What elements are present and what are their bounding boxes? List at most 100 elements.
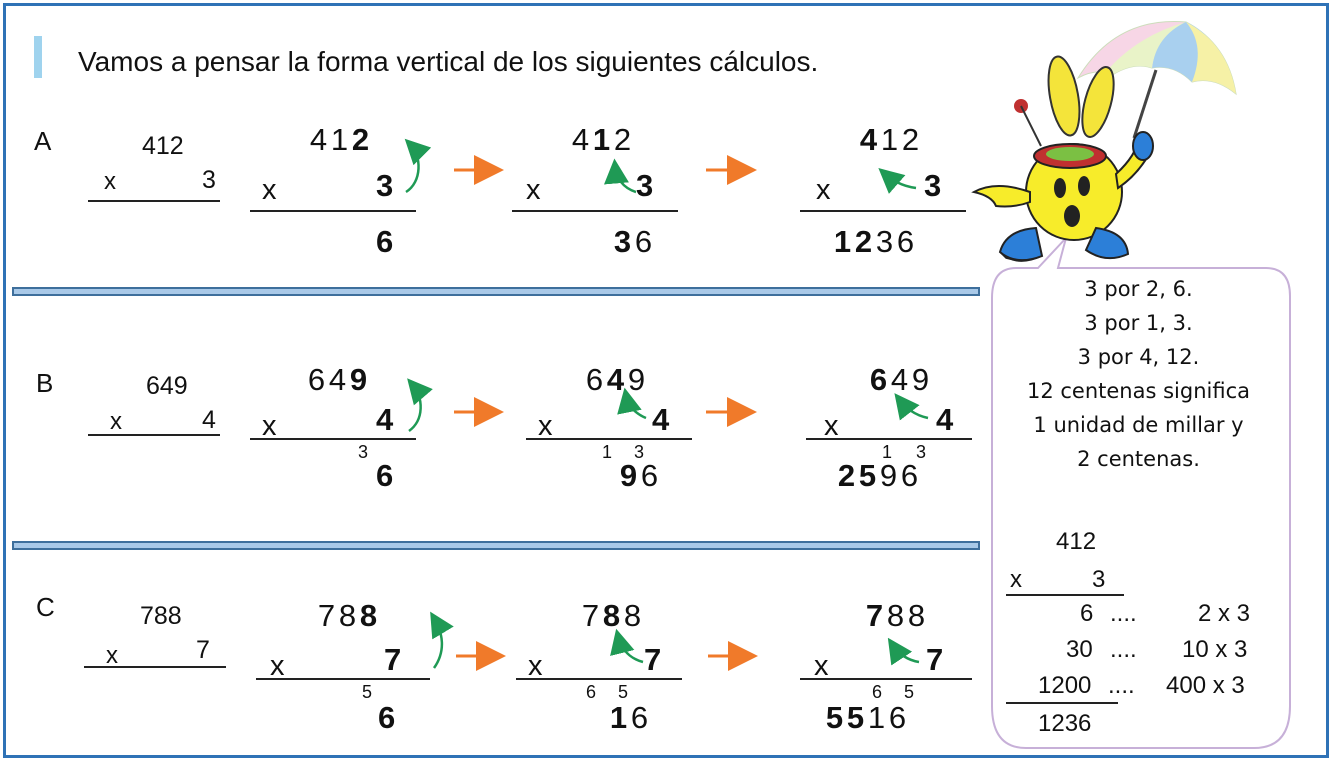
digit: 8 — [907, 598, 926, 633]
multiply-sign: x — [816, 174, 831, 206]
multiplier: 3 — [376, 168, 394, 203]
partial-value: 30 — [1066, 636, 1093, 663]
multiplier: 7 — [384, 642, 402, 677]
carry-digit: 6 — [872, 682, 883, 702]
partial-value: 1200 — [1038, 672, 1092, 699]
carry-arrow — [604, 158, 637, 194]
carry-digit: 3 — [358, 442, 369, 462]
digit: 4 — [571, 122, 590, 157]
digit: 6 — [307, 362, 326, 397]
result-line — [800, 678, 972, 680]
carry-digit: 6 — [586, 682, 597, 702]
title-marker — [34, 36, 42, 78]
carry-digit: 1 — [602, 442, 613, 462]
digit: 6 — [900, 458, 919, 493]
multiplier: 7 — [644, 642, 662, 677]
multiplier: 3 — [924, 168, 942, 203]
multiplier: 4 — [936, 402, 954, 437]
partial-expr: 10 x 3 — [1182, 636, 1248, 663]
multiply-sign: x — [1010, 566, 1022, 593]
digit: 6 — [630, 700, 649, 735]
row-label-b: B — [36, 368, 54, 398]
bubble-line: 12 centenas significa — [1026, 379, 1250, 403]
result-line — [1006, 594, 1124, 596]
multiplier-c: 7 — [196, 636, 210, 664]
digit: 6 — [896, 224, 915, 259]
umbrella-icon — [1076, 20, 1237, 139]
digit: 6 — [634, 224, 653, 259]
digit: 1 — [833, 224, 852, 259]
digit: 9 — [911, 362, 930, 397]
bubble-line: 3 por 4, 12. — [1077, 345, 1200, 369]
multiplier-b: 4 — [202, 406, 216, 434]
digit: 1 — [330, 122, 349, 157]
row-label-c: C — [36, 592, 55, 622]
partial-dots: .... — [1110, 600, 1137, 627]
result-line — [800, 210, 966, 212]
multiplier: 4 — [376, 402, 394, 437]
partial-expr: 2 x 3 — [1198, 600, 1251, 627]
result-line — [250, 210, 416, 212]
digit: 1 — [592, 122, 611, 157]
carry-arrow — [407, 378, 433, 433]
multiply-sign: x — [538, 410, 553, 442]
digit: 6 — [869, 362, 888, 397]
carry-arrow — [404, 138, 432, 194]
digit: 4 — [859, 122, 878, 157]
result-line — [84, 666, 226, 668]
bubble-line: 3 por 1, 3. — [1084, 311, 1193, 335]
multiply-sign: x — [814, 650, 829, 682]
multiplicand-a: 412 — [142, 132, 184, 160]
partial-expr: 400 x 3 — [1166, 672, 1245, 699]
digit: 6 — [585, 362, 604, 397]
multiplicand-b: 649 — [146, 372, 188, 400]
digit: 5 — [846, 700, 865, 735]
digit: 7 — [317, 598, 336, 633]
speech-bubble — [991, 237, 1291, 749]
digit: 9 — [879, 458, 898, 493]
row-separator — [12, 541, 980, 550]
multiply-sign: x — [526, 174, 541, 206]
digit: 9 — [627, 362, 646, 397]
digit: 5 — [858, 458, 877, 493]
multiplier-a: 3 — [202, 166, 216, 194]
carry-arrow — [878, 168, 917, 194]
partial-dots: .... — [1110, 636, 1137, 663]
calc-total: 1236 — [1038, 710, 1092, 737]
digit: 4 — [606, 362, 625, 397]
multiply-sign: x — [528, 650, 543, 682]
digit: 3 — [613, 224, 632, 259]
multiply-sign: x — [824, 410, 839, 442]
bubble-explanation: 3 por 2, 6. 3 por 1, 3. 3 por 4, 12. 12 … — [986, 272, 1291, 476]
digit: 9 — [349, 362, 368, 397]
digit: 5 — [825, 700, 844, 735]
digit: 7 — [865, 598, 884, 633]
carry-arrow — [887, 637, 920, 666]
multiplier: 4 — [652, 402, 670, 437]
digit: 6 — [888, 700, 907, 735]
multiplicand-c: 788 — [140, 602, 182, 630]
digit: 4 — [890, 362, 909, 397]
digit: 4 — [309, 122, 328, 157]
row-separator — [12, 287, 980, 296]
multiply-sign: x — [262, 174, 277, 206]
carry-digit: 5 — [618, 682, 629, 702]
multiply-sign: x — [106, 642, 118, 669]
bubble-line: 3 por 2, 6. — [1084, 277, 1193, 301]
digit: 9 — [619, 458, 638, 493]
multiplier: 7 — [926, 642, 944, 677]
result-line — [88, 434, 220, 436]
digit: 8 — [359, 598, 378, 633]
digit: 8 — [602, 598, 621, 633]
